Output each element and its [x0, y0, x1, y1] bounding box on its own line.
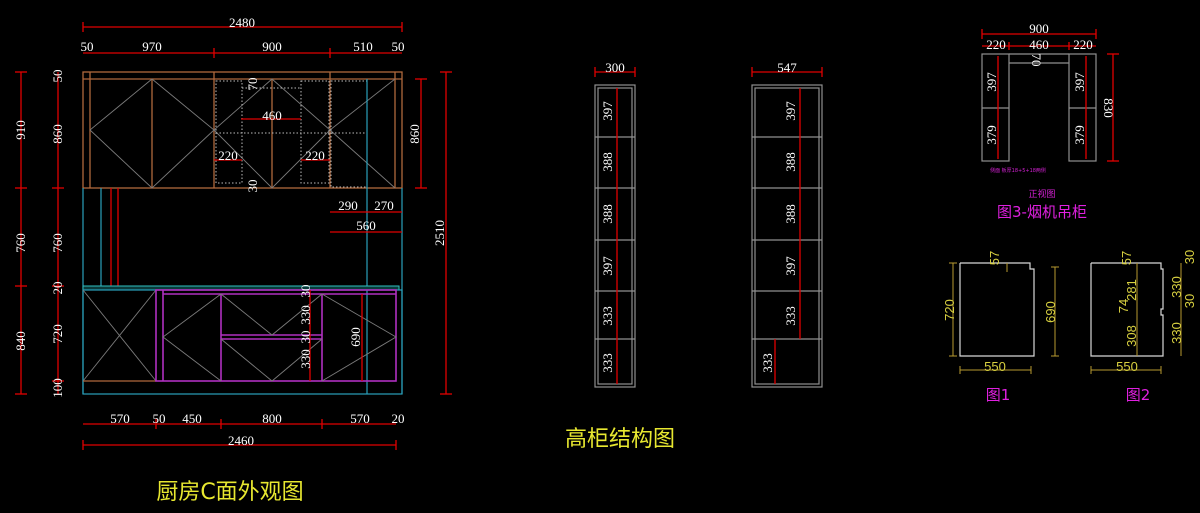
hood-segment: 220: [986, 37, 1006, 52]
dim-bottom-segment: 570: [350, 411, 370, 426]
dim-upper-right-side: 220: [305, 148, 325, 163]
fig2-top: 57: [1119, 251, 1134, 265]
fig2-right: 330: [1169, 322, 1184, 344]
dim-top-segment: 50: [81, 39, 94, 54]
tall-b-shelf: 388: [783, 152, 798, 172]
fig1-height: 720: [942, 299, 957, 321]
dim-top-segment: 970: [142, 39, 162, 54]
dim-upper-middle: 460: [262, 108, 282, 123]
dim-lower-top-gap: 30: [298, 285, 313, 298]
hood-left-shelf: 397: [984, 72, 999, 92]
kitchen-dimensions: [15, 22, 452, 450]
dim-right-sum: 560: [356, 218, 376, 233]
hood-cabinet: 900 220 460 220 70 397 379 397 379 830 侧…: [981, 21, 1119, 221]
tall-a-shelf: 333: [600, 353, 615, 373]
tall-b-shelf: 397: [783, 256, 798, 276]
door-swing-mark: [89, 78, 215, 189]
fig2-label: 图2: [1126, 386, 1151, 404]
dim-top-segment: 900: [262, 39, 282, 54]
dim-left-outer: 760: [13, 233, 28, 253]
dim-right-upper: 860: [407, 124, 422, 144]
tall-b-shelf: 388: [783, 204, 798, 224]
hidden-shelf-outline: [215, 80, 243, 184]
dim-left-inner: 720: [50, 324, 65, 344]
dim-bottom-segment: 570: [110, 411, 130, 426]
hidden-shelf-outline: [330, 80, 368, 188]
dim-left-outer: 910: [13, 120, 28, 140]
fig2-right: 30: [1182, 294, 1197, 308]
tall-a-width: 300: [605, 60, 625, 75]
dim-lower-door: 690: [348, 327, 363, 347]
hood-title: 图3-烟机吊柜: [997, 203, 1087, 221]
hood-segment: 460: [1029, 37, 1049, 52]
hood-total-width: 900: [1029, 21, 1049, 36]
tall-cabinet-b: 547 397 388 388 397 333 333: [751, 60, 823, 388]
fig1-label: 图1: [986, 386, 1011, 404]
tall-a-shelf: 397: [600, 101, 615, 121]
fig2-width: 550: [1116, 359, 1138, 374]
tall-b-shelf: 333: [783, 306, 798, 326]
dim-bottom-segment: 450: [182, 411, 202, 426]
hood-subtitle: 正视图: [1028, 188, 1055, 200]
dim-lower-drawer-bottom: 330: [298, 349, 313, 369]
hood-left-shelf: 379: [984, 125, 999, 145]
fig2-upper: 281: [1124, 279, 1139, 301]
hidden-shelf-outline: [300, 80, 330, 184]
hood-note: 侧面 板厚18+5+18两侧: [990, 167, 1046, 174]
dim-left-inner: 20: [50, 282, 65, 295]
dim-bottom-segment: 50: [153, 411, 166, 426]
dim-left-inner: 50: [50, 70, 65, 83]
tall-a-shelf: 333: [600, 306, 615, 326]
tall-a-shelf: 388: [600, 204, 615, 224]
dim-top-total: 2480: [229, 15, 255, 30]
dim-lower-mid-gap: 30: [298, 331, 313, 344]
upper-cabinet-outline: [82, 71, 403, 189]
dim-right-segment: 270: [374, 198, 394, 213]
dim-right-total: 2510: [432, 220, 447, 246]
fig1-width: 550: [984, 359, 1006, 374]
dim-upper-gap-bottom: 30: [245, 180, 260, 193]
fig2-right: 330: [1169, 276, 1184, 298]
dim-left-inner: 760: [50, 233, 65, 253]
dim-top-segment: 510: [353, 39, 373, 54]
dim-left-inner: 860: [50, 124, 65, 144]
hood-right-shelf: 379: [1072, 125, 1087, 145]
tall-cabinet-a: 300 397 388 388 397 333 333: [594, 60, 636, 388]
dim-bottom-segment: 20: [392, 411, 405, 426]
fig1-top: 57: [987, 251, 1002, 265]
dim-left-outer: 840: [13, 331, 28, 351]
hood-height: 830: [1101, 98, 1116, 118]
tall-b-shelf: 397: [783, 101, 798, 121]
hood-top-gap: 70: [1029, 54, 1044, 67]
tall-a-shelf: 388: [600, 152, 615, 172]
tall-b-width: 547: [777, 60, 797, 75]
dim-left-inner: 100: [50, 378, 65, 398]
kitchen-elevation: 2480 50 970 900 510 50 910 760 840 50 86…: [13, 15, 452, 505]
hood-right-shelf: 397: [1072, 72, 1087, 92]
dim-lower-drawer-top: 330: [298, 305, 313, 325]
dim-bottom-segment: 800: [262, 411, 282, 426]
hood-segment: 220: [1073, 37, 1093, 52]
figure-1: 57 720 690 550 图1: [942, 251, 1059, 404]
figure-2: 57 281 74 308 550 30 330 30 330 图2: [1090, 250, 1197, 404]
kitchen-title: 厨房C面外观图: [156, 480, 303, 505]
tall-a-shelf: 397: [600, 256, 615, 276]
dim-upper-gap-top: 70: [245, 78, 260, 91]
tall-cabinet-title: 高柜结构图: [565, 427, 675, 452]
base-cabinet-frame: [155, 289, 397, 382]
dim-bottom-total: 2460: [228, 433, 254, 448]
dim-top-segment: 50: [392, 39, 405, 54]
dim-right-segment: 290: [338, 198, 358, 213]
fig2-lower: 308: [1124, 325, 1139, 347]
fig2-right: 30: [1182, 250, 1197, 264]
dim-upper-left-side: 220: [218, 148, 238, 163]
tall-b-shelf: 333: [760, 353, 775, 373]
fig1-door: 690: [1043, 301, 1058, 323]
fig2-gap: 74: [1116, 299, 1131, 313]
